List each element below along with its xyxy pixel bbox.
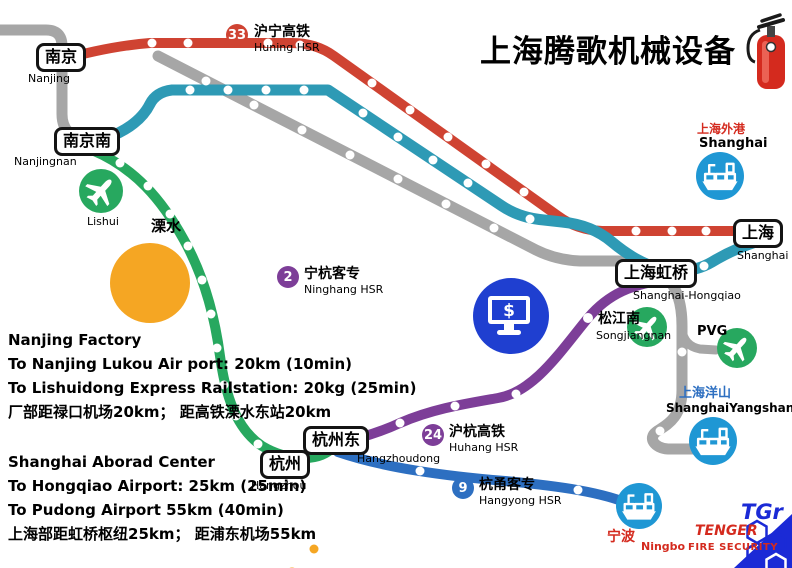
station-label-lishui-en: Lishui: [87, 215, 119, 228]
shanghai-info-line2: To Pudong Airport 55km (40min): [8, 501, 284, 519]
line-name-hangyong-en: Hangyong HSR: [479, 494, 562, 507]
nanjing-info-block: Nanjing Factory To Nanjing Lukou Air por…: [8, 328, 416, 424]
line-name-huhang-en: Huhang HSR: [449, 441, 519, 454]
line-name-huning-en: Huning HSR: [254, 41, 320, 54]
port-label-yangshan-zh: 上海洋山: [679, 386, 732, 401]
station-label-nanjingnan-en: Nanjingnan: [14, 155, 77, 168]
shanghai-info-block: Shanghai Aborad Center To Hongqiao Airpo…: [8, 450, 316, 546]
badge-huning: 33: [226, 24, 248, 46]
badge-ninghang: 2: [277, 266, 299, 288]
teal-line-path: [106, 84, 768, 277]
nanjing-info-line1: To Nanjing Lukou Air port: 20km (10min): [8, 355, 352, 373]
hongqiao-airport-icon: [627, 307, 667, 347]
line-name-huning-zh: 沪宁高铁: [254, 24, 310, 40]
station-label-songjiangnan-zh: 松江南: [598, 311, 640, 327]
hangyong-line-path: [333, 447, 639, 511]
dollar-symbol: $: [503, 301, 515, 321]
huhang-line-path: [329, 276, 663, 449]
huning-line-path: [55, 38, 775, 236]
brand-subtitle: FIRE SECURITY: [688, 542, 779, 553]
line-name-ninghang-zh: 宁杭客专: [304, 266, 360, 282]
port-label-ningbo-zh: 宁波: [607, 529, 635, 545]
station-box-nanjingnan: 南京南: [54, 127, 121, 156]
nanjing-info-line2: To Lishuidong Express Railstation: 20kg …: [8, 379, 417, 397]
nanjing-info-title: Nanjing Factory: [8, 331, 142, 349]
yangshan-port-icon: [689, 417, 737, 465]
port-label-waigang-en: Shanghai: [699, 136, 768, 151]
station-label-hangzhoudong-en: Hangzhoudong: [357, 452, 441, 465]
badge-huhang: 24: [422, 424, 444, 446]
nanjing-info-line3: 厂部距禄口机场20km； 距高铁溧水东站20km: [8, 403, 332, 421]
station-box-nanjing: 南京: [36, 43, 87, 72]
port-label-yangshan-en: ShanghaiYangshan: [666, 401, 792, 415]
station-label-lishui-zh: 溧水: [151, 217, 182, 235]
pvg-airport-icon: [717, 328, 757, 368]
line-name-huhang-zh: 沪杭高铁: [449, 424, 505, 440]
brand-tgr: TGr: [741, 500, 783, 524]
company-title: 上海腾歌机械设备: [480, 34, 736, 70]
station-dots: [115, 38, 711, 495]
lishui-airport-icon: [79, 169, 123, 213]
ningbo-port-icon: [616, 483, 662, 529]
port-label-ningbo-en: Ningbo: [641, 540, 686, 553]
gray-diagonal-line: [152, 50, 702, 455]
shanghai-info-line3: 上海部距虹桥枢纽25km； 距浦东机场55km: [8, 525, 317, 543]
station-label-nanjing-en: Nanjing: [28, 72, 71, 85]
station-label-hangzhou-en: Hangzhou: [251, 479, 307, 492]
gear-small: [299, 534, 329, 564]
gray-pvg-branch: [677, 325, 721, 355]
shanghai-info-line1: To Hongqiao Airport: 25km (25min): [8, 477, 307, 495]
line-name-hangyong-zh: 杭甬客专: [479, 477, 535, 493]
station-label-hongqiao-en: Shanghai-Hongqiao: [633, 289, 741, 302]
port-label-waigang-zh: 上海外港: [697, 122, 746, 136]
station-box-hangzhou: 杭州: [260, 450, 311, 479]
gear-large: [273, 552, 311, 568]
station-label-shanghai-en: Shanghai: [737, 249, 789, 262]
station-box-shanghai: 上海: [733, 219, 784, 248]
honeycomb-logo-icon: [746, 519, 787, 568]
station-box-hangzhoudong: 杭州东: [303, 426, 370, 455]
badge-hangyong: 9: [452, 477, 474, 499]
factory-gears-icon: [110, 243, 329, 568]
line-name-ninghang-en: Ninghang HSR: [304, 283, 384, 296]
airport-label-pvg: PVG: [697, 324, 728, 339]
fire-extinguisher-icon: [746, 13, 785, 89]
station-box-hongqiao: 上海虹桥: [615, 259, 698, 288]
shanghai-info-title: Shanghai Aborad Center: [8, 453, 215, 471]
waigang-port-icon: [696, 152, 744, 200]
brand-name: TENGER: [695, 523, 758, 539]
station-label-songjiangnan-en: Songjiangnan: [596, 329, 672, 342]
money-monitor-icon: $: [473, 278, 549, 354]
